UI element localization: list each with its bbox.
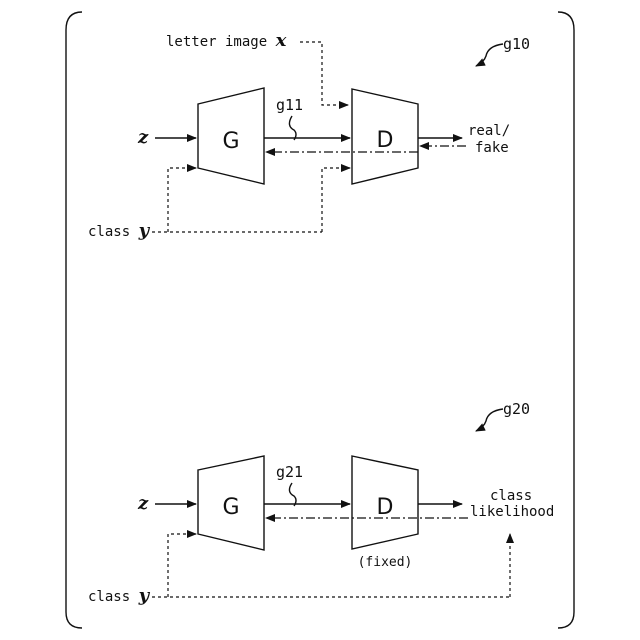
discriminator-label: D [377,128,394,153]
figure-g20: g20 z G g21 D (fixed) class likelihood c… [88,400,554,606]
link-label-g21: g21 [276,463,303,481]
class-y-to-generator-arrow [152,534,510,597]
generator-label: G [222,129,239,154]
link-label-g11: g11 [276,96,303,114]
letter-image-label: letter image x [166,30,287,51]
class-y-to-discriminator-arrow [322,168,350,232]
output-likelihood-label: likelihood [470,504,554,520]
class-y-label: class y [88,220,151,241]
noise-z-label: z [137,493,149,514]
link-label-g21-leader [289,483,296,506]
class-y-label: class y [88,585,151,606]
output-fake-label: fake [475,140,509,156]
figure-g10: g10 letter image x z G g11 D real/ fake [88,30,530,241]
figure-ref-leader [476,44,503,66]
figure-ref-leader [476,409,503,431]
figure-ref-label: g10 [503,35,530,53]
generator-label: G [222,495,239,520]
letter-image-arrow [300,42,348,105]
noise-z-label: z [137,127,149,148]
discriminator-fixed-note: (fixed) [358,555,413,570]
figure-ref-label: g20 [503,400,530,418]
link-label-g11-leader [289,116,296,140]
output-real-label: real/ [468,123,510,139]
frame-border [66,12,574,628]
discriminator-label: D [377,495,394,520]
output-class-label: class [490,488,532,504]
